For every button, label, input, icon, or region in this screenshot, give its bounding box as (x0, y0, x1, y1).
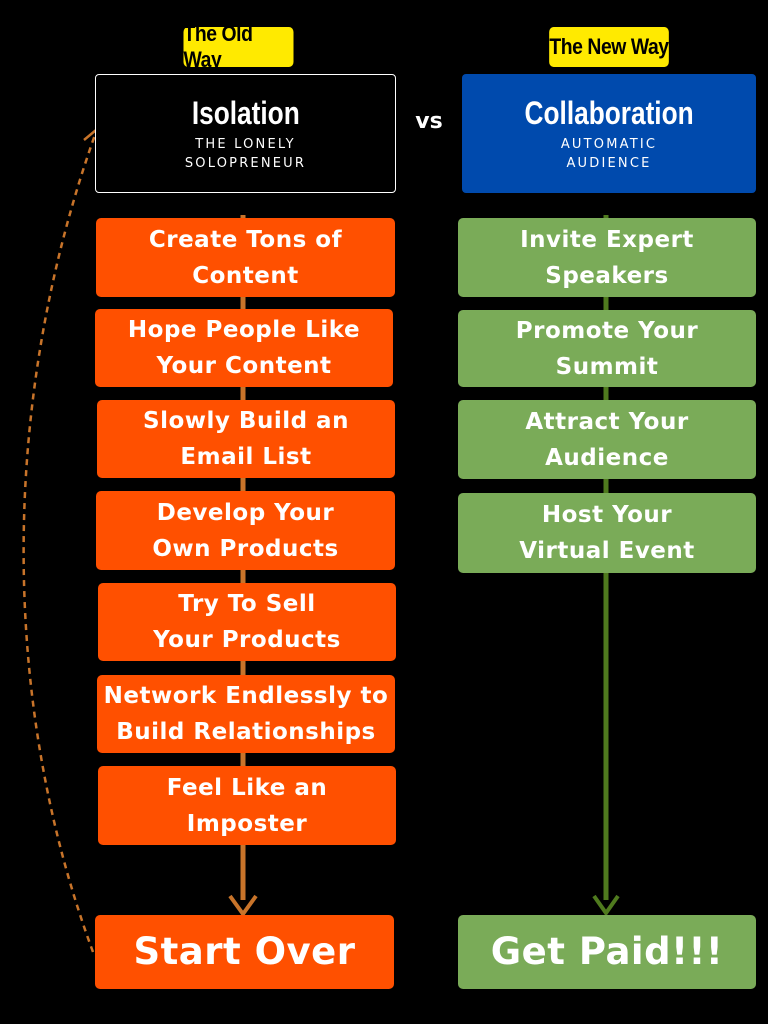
isolation-subtitle: THE LONELY SOLOPRENEUR (184, 136, 307, 171)
start-over-loop-arrow (22, 131, 98, 953)
collaboration-title: Collaboration (524, 94, 694, 131)
new-way-arrowhead (592, 894, 620, 917)
old-step-3: Slowly Build an Email List (97, 400, 395, 478)
collaboration-subtitle: AUTOMATIC AUDIENCE (560, 136, 658, 171)
new-step-3: Attract Your Audience (458, 400, 756, 479)
isolation-title: Isolation (191, 94, 300, 131)
get-paid-box: Get Paid!!! (458, 915, 756, 989)
new-step-2: Promote Your Summit (458, 310, 756, 387)
new-step-4: Host Your Virtual Event (458, 493, 756, 573)
isolation-header: Isolation THE LONELY SOLOPRENEUR (95, 74, 396, 193)
old-step-4: Develop Your Own Products (96, 491, 395, 570)
old-step-6: Network Endlessly to Build Relationships (97, 675, 395, 753)
old-step-2: Hope People Like Your Content (95, 309, 393, 387)
old-step-1: Create Tons of Content (96, 218, 395, 297)
old-way-arrowhead (228, 894, 258, 918)
new-step-1: Invite Expert Speakers (458, 218, 756, 297)
old-step-5: Try To Sell Your Products (98, 583, 396, 661)
old-way-tag: The Old Way (183, 21, 294, 72)
old-step-7: Feel Like an Imposter (98, 766, 396, 845)
new-way-tag: The New Way (549, 27, 669, 67)
start-over-box: Start Over (95, 915, 394, 989)
collaboration-header: Collaboration AUTOMATIC AUDIENCE (462, 74, 756, 193)
vs-label: vs (415, 109, 443, 134)
